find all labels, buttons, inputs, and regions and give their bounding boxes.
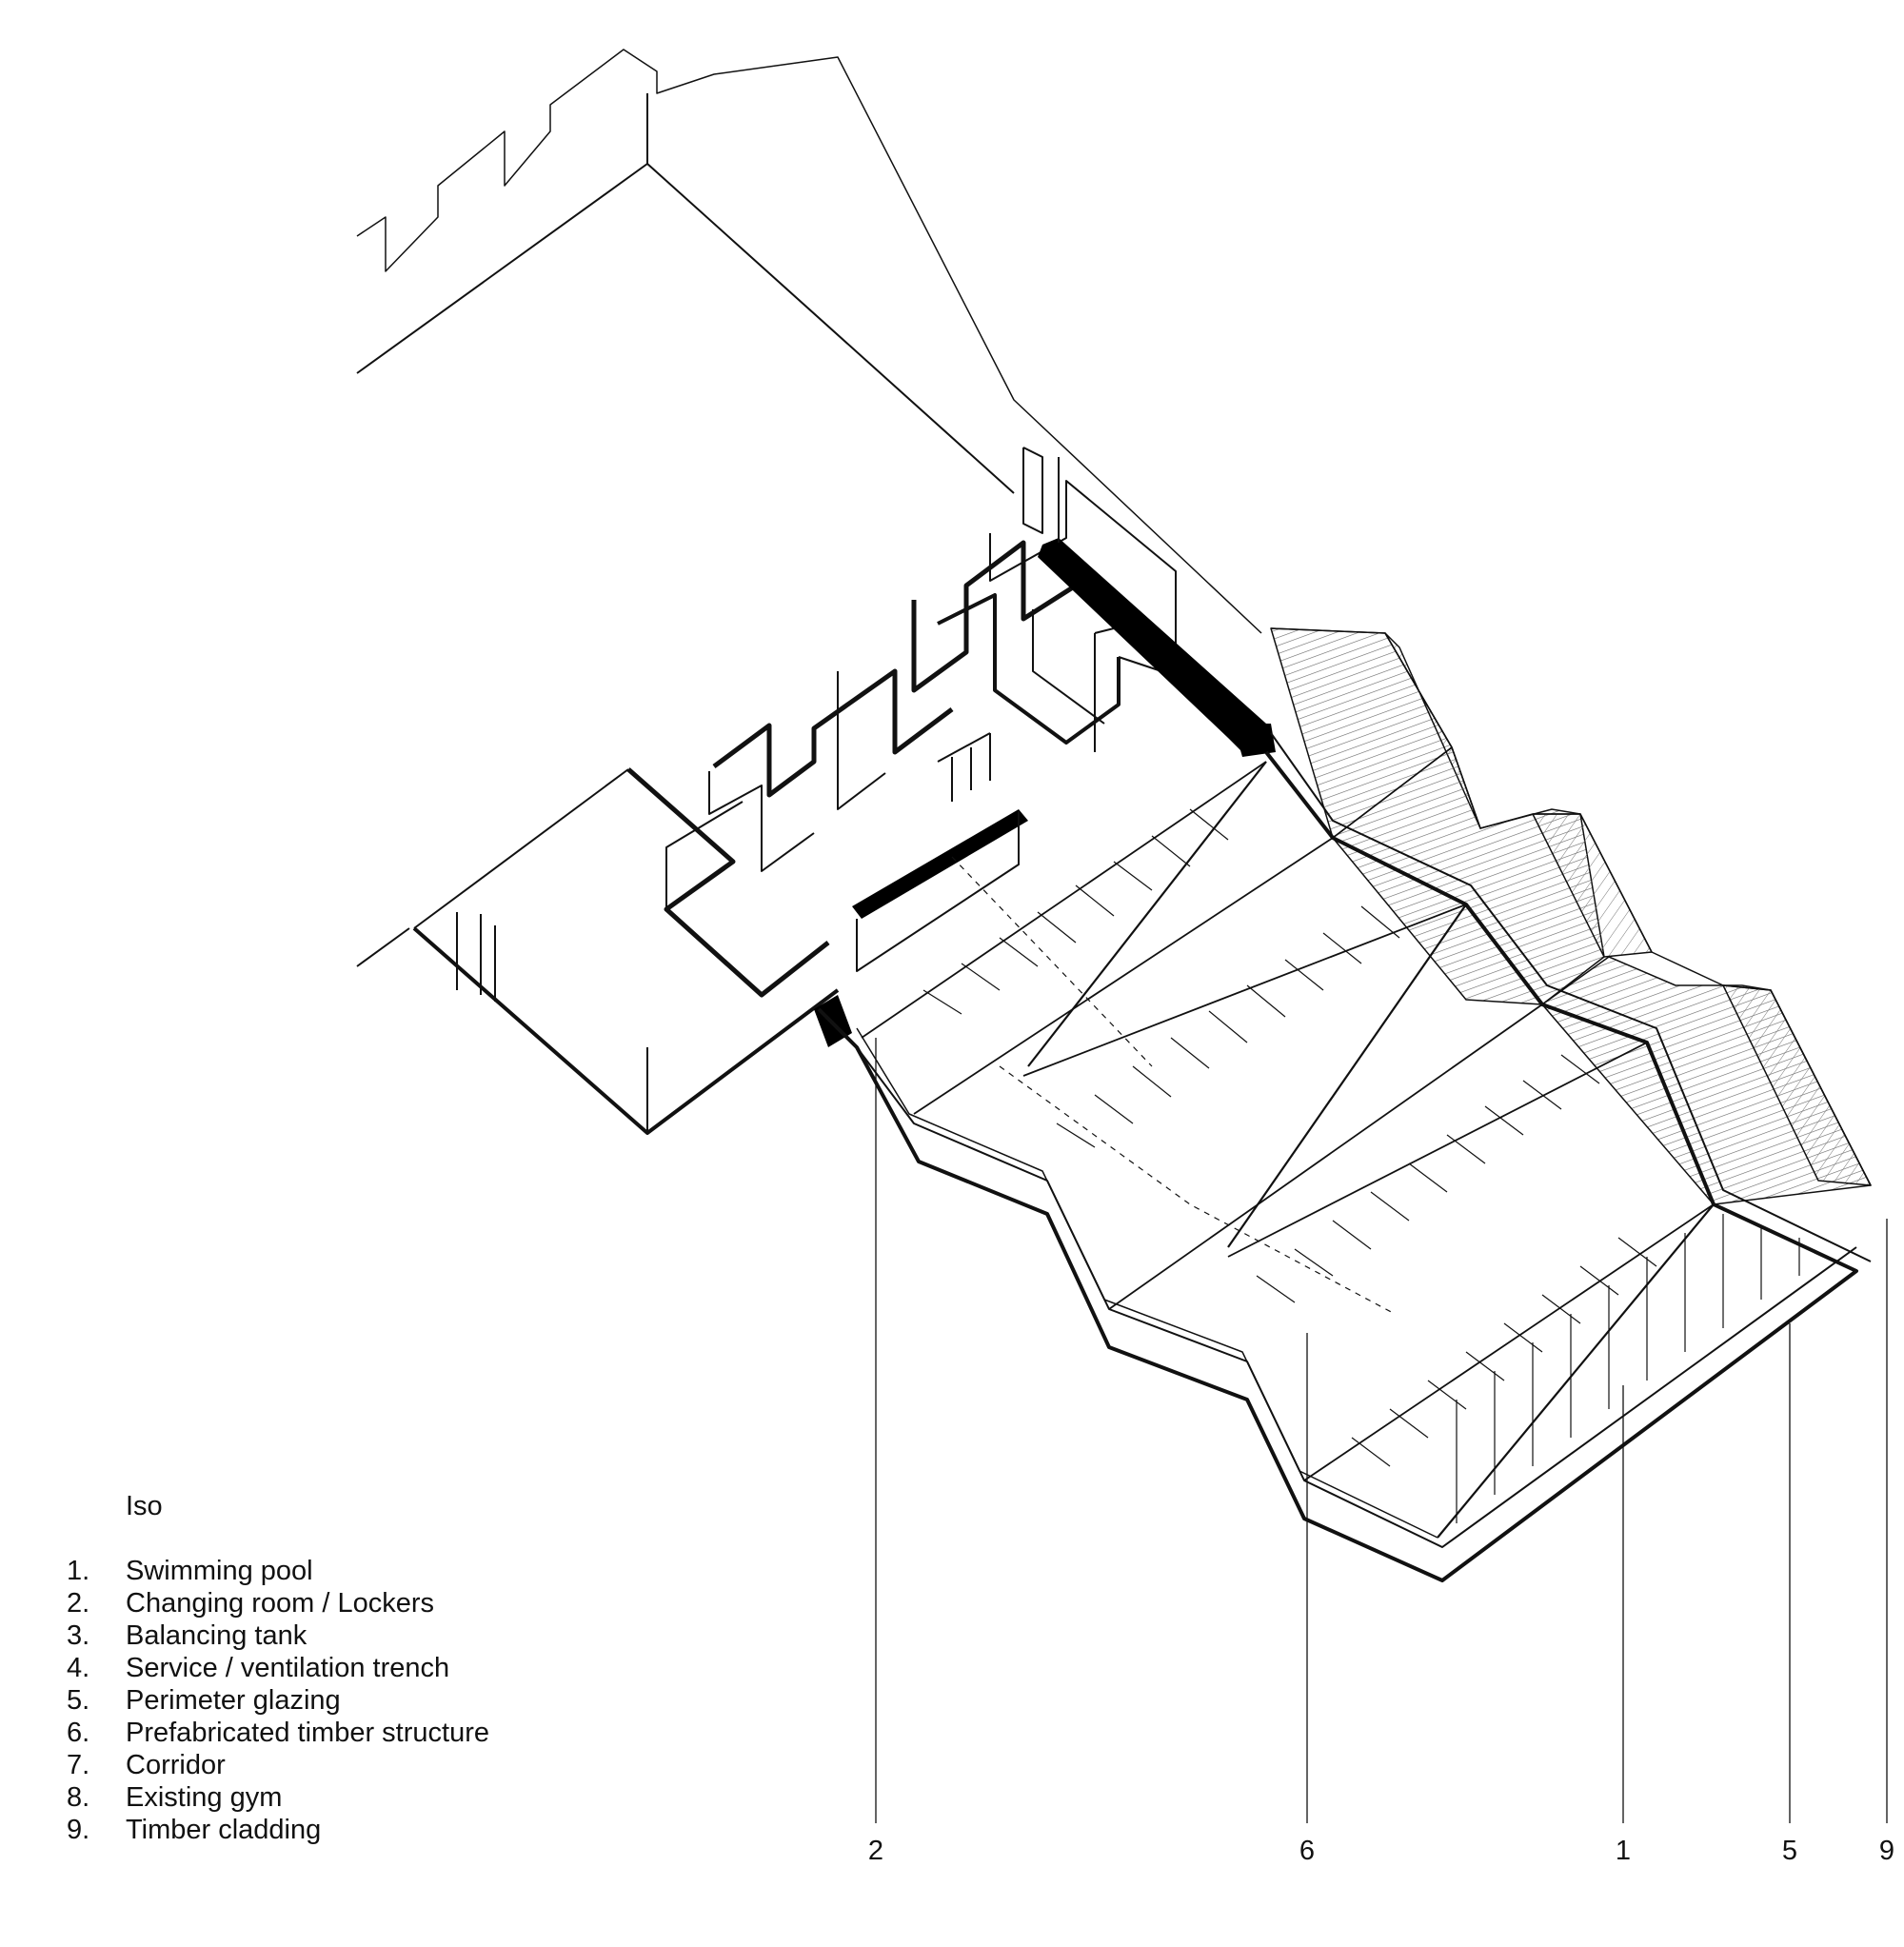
corridor-walls [856, 447, 1060, 972]
perimeter-glazing [817, 732, 1872, 1582]
changing-room-walls [626, 480, 1177, 998]
legend-item: 7. Corridor [67, 1750, 226, 1780]
existing-gym [356, 49, 1262, 1135]
callout-label-5: 5 [1781, 1836, 1798, 1866]
callout-label-2: 2 [867, 1836, 884, 1866]
legend-item: 3. Balancing tank [67, 1620, 307, 1651]
prefab-timber-structure [861, 761, 1800, 1539]
legend-item: 1. Swimming pool [67, 1556, 313, 1586]
legend-item: 8. Existing gym [67, 1782, 283, 1813]
legend: Iso 1. Swimming pool 2. Changing room / … [67, 1490, 489, 1846]
legend-title: Iso [126, 1491, 163, 1521]
callout-label-6: 6 [1299, 1836, 1316, 1866]
legend-item: 2. Changing room / Lockers [67, 1588, 434, 1619]
corridor-wall-cut [814, 538, 1276, 1047]
callout-label-1: 1 [1615, 1836, 1632, 1866]
legend-item: 9. Timber cladding [67, 1815, 322, 1845]
callout-leaders [875, 1038, 1888, 1823]
legend-item: 4. Service / ventilation trench [67, 1653, 450, 1683]
legend-item: 5. Perimeter glazing [67, 1685, 341, 1716]
legend-item: 6. Prefabricated timber structure [67, 1718, 489, 1748]
callout-label-9: 9 [1878, 1836, 1895, 1866]
timber-cladding [1270, 627, 1872, 1205]
